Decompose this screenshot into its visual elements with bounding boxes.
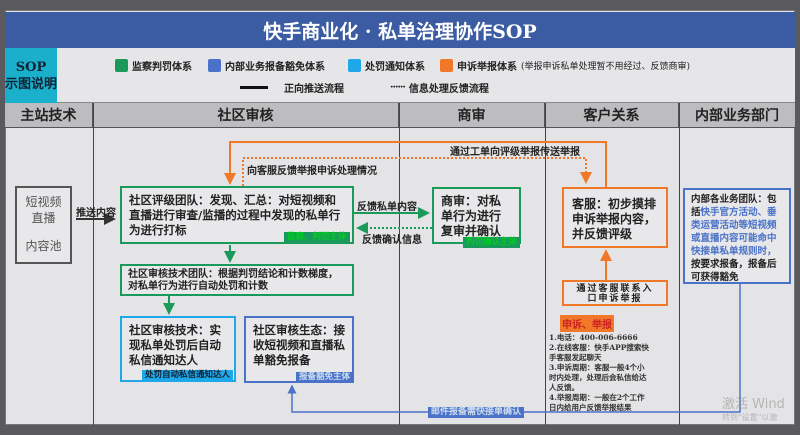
legend-item: 处罚通知体系 [348,58,425,73]
watermark: 激活 Wind [722,397,785,412]
audit-eco-box: 社区审核生态：接收短视频和直播私单豁免报备 [244,316,354,383]
solid-line-icon [240,86,268,89]
biz-review-tag: 判罚确认主体 [463,237,521,248]
node-text: 直播 [31,211,56,225]
edge-label: 向客服反馈举报申诉处理情况 [247,166,377,177]
content-pool-box: 短视频 直播 内容池 [15,186,72,264]
legend-item: 监察判罚体系 [115,58,192,73]
push-label: 推送内容 [76,208,116,219]
email-label: 邮件报备需快接单确认 [428,407,525,418]
edge-label: 反馈确认信息 [362,235,422,246]
info-line: 2.在线客服：快手APP搜索快手客服发起聊天 [549,343,649,362]
node-text: 内容池 [25,239,62,253]
appeal-info: 1.电话：400-006-6666 2.在线客服：快手APP搜索快手客服发起聊天… [549,333,649,413]
node-highlight: 快手官方活动、垂类运营活动等短视频或直播内容可能命中快接单私单规则时， [691,207,777,257]
legend-solid: 正向推送流程 [240,80,344,95]
green-swatch [115,59,128,72]
legend-label: 内部业务报备豁免体系 [225,62,325,73]
node-text: 短视频 [25,195,62,209]
cs-entry-box: 通过客服联系入口申诉举报 [562,280,668,306]
column-divider [679,103,680,425]
node-text: 客服：初步摸排申诉举报内容，并反馈评级 [572,197,657,241]
node-text: 社区审核技术：实现私单处罚后自动私信通知达人 [129,323,221,367]
legend-item: 申诉举报体系 (举报申诉私单处理暂不用经过、反馈商审) [440,58,690,73]
column-header: 社区审核 [93,103,399,128]
orange-swatch [440,59,453,72]
dotted-line-icon: ······ [390,82,406,93]
rating-team-box: 社区评级团队：发现、汇总：对短视频和直播进行审查/监播的过程中发现的私单行为进行… [120,186,354,244]
appeal-tag: 申诉、举报 [560,315,614,332]
edge-label: 反馈私单内容 [357,202,417,213]
legend-dotted: ······信息处理反馈流程 [390,80,489,95]
legend-note: (举报申诉私单处理暂不用经过、反馈商审) [521,62,691,72]
legend-label: 处罚通知体系 [365,62,425,73]
info-line: 1.电话：400-006-6666 [549,333,638,342]
legend-label: 信息处理反馈流程 [408,84,489,95]
column-divider [399,103,400,425]
column-divider [545,103,546,425]
ticket-arrow [224,141,607,187]
sop-text: SOP [15,59,47,75]
diagram-title: 快手商业化 · 私单治理协作SOP [5,12,795,48]
cs-feedback-arrow [242,157,592,186]
node-text: 商审：对私单行为进行复审并确认 [441,194,502,238]
audit-tech-tag: 处罚自动私信通知达人 [142,370,234,381]
cs-box: 客服：初步摸排申诉举报内容，并反馈评级 [562,187,668,248]
legend-label: 监察判罚体系 [132,62,192,73]
cyan-swatch [348,59,361,72]
node-text: 内部各业务团队：包括 [691,194,777,218]
column-header: 客户关系 [545,103,679,128]
info-line: 4.举报周期：一般在2个工作日内给用户反馈举报结果 [549,393,645,412]
audit-eco-tag: 报备豁免主体 [296,372,354,383]
node-text: 通过客服联系入口申诉举报 [576,284,654,304]
info-line: 3.申诉周期：客服一般4个小时内处理，处理后会私信给达人反馈。 [549,363,647,392]
node-text: 社区审核技术团队：根据判罚结论和计数梯度，对私单行为进行自动处罚和计数 [128,269,338,292]
column-divider [93,103,94,425]
node-text: 社区审核生态：接收短视频和直播私单豁免报备 [253,323,345,367]
email-arrow [287,284,741,413]
legend-label: 正向推送流程 [284,84,344,95]
legend: 监察判罚体系 内部业务报备豁免体系 处罚通知体系 申诉举报体系 (举报申诉私单处理… [5,48,795,103]
column-header: 主站技术 [5,103,93,128]
blue-swatch [208,59,221,72]
sop-text: 示图说明 [5,76,58,92]
node-text: 按要求报备，报备后可获得豁免 [691,259,777,283]
column-header: 内部业务部门 [679,103,795,128]
watermark: 转到"设置"以激 [722,413,778,422]
legend-label: 申诉举报体系 [457,62,517,73]
tech-team-box: 社区审核技术团队：根据判罚结论和计数梯度，对私单行为进行自动处罚和计数 [120,264,354,296]
internal-team-box: 内部各业务团队：包括快手官方活动、垂类运营活动等短视频或直播内容可能命中快接单私… [683,188,791,284]
edge-label: 通过工单向评级举报传送举报 [450,147,580,158]
column-header: 商审 [399,103,545,128]
legend-item: 内部业务报备豁免体系 [208,58,325,73]
biz-review-box: 商审：对私单行为进行复审并确认 [432,187,521,244]
node-text: 社区评级团队：发现、汇总：对短视频和直播进行审查/监播的过程中发现的私单行为进行… [129,193,341,237]
rating-team-tag: 监察、判罚主体 [284,232,350,243]
